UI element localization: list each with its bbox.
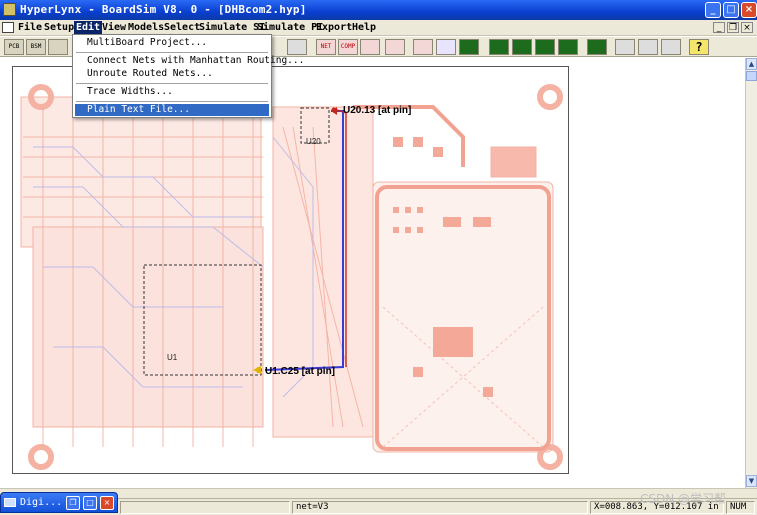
document-icon[interactable]: [2, 22, 14, 33]
mdi-restore-button[interactable]: ❐: [727, 22, 739, 33]
pin-label-u20: U20.13 [at pin]: [343, 105, 412, 116]
menu-view[interactable]: View: [102, 22, 127, 33]
vertical-scrollbar[interactable]: ▲ ▼: [745, 58, 757, 488]
disabled-button-3[interactable]: [661, 39, 681, 55]
horizontal-scroll-strip[interactable]: [0, 488, 757, 498]
menu-file[interactable]: File: [18, 22, 43, 33]
wave-blue-icon[interactable]: [436, 39, 456, 55]
ref-label-u1: U1: [167, 353, 178, 362]
title-bar[interactable]: HyperLynx - BoardSim V8. 0 - [DHBcom2.hy…: [0, 0, 757, 20]
net-button[interactable]: NET: [316, 39, 336, 55]
mdi-minimize-button[interactable]: _: [713, 22, 725, 33]
pcb-layout: [20, 84, 563, 470]
minimized-window[interactable]: Digi... ❐ □ ×: [0, 492, 118, 513]
status-blank-cell: [120, 501, 290, 514]
close-button[interactable]: ×: [741, 2, 757, 18]
toolbar-button-print[interactable]: [287, 39, 307, 55]
app-icon: [3, 3, 16, 16]
spectrum-icon[interactable]: [489, 39, 509, 55]
status-bar: net=V3 X=008.863, Y=012.107 in NUM: [0, 498, 757, 515]
edit-menu-dropdown: MultiBoard Project... Connect Nets with …: [72, 34, 305, 118]
menu-models[interactable]: Models: [128, 22, 165, 33]
grid-analysis-icon[interactable]: [535, 39, 555, 55]
window-icon: [4, 498, 16, 507]
menu-item-plain-text-file[interactable]: Plain Text File...: [75, 104, 269, 116]
mdi-close-button[interactable]: ×: [741, 22, 753, 33]
eye-diagram-icon[interactable]: [459, 39, 479, 55]
comp-button[interactable]: COMP: [338, 39, 358, 55]
workspace: U20.13 [at pin] U1.C25 [at pin] U20 U1: [0, 58, 745, 488]
minimized-window-title: Digi...: [20, 497, 63, 508]
disabled-button-2[interactable]: [638, 39, 658, 55]
close-icon[interactable]: ×: [100, 496, 114, 510]
menu-select[interactable]: Select: [164, 22, 201, 33]
signal-red-icon[interactable]: [385, 39, 405, 55]
menu-simulate-pi[interactable]: Simulate PI: [257, 22, 324, 33]
waveform-red-icon[interactable]: [360, 39, 380, 55]
board-view[interactable]: U20.13 [at pin] U1.C25 [at pin] U20 U1: [12, 66, 569, 474]
status-mode: NUM: [726, 501, 755, 514]
menu-edit[interactable]: Edit: [74, 21, 103, 35]
bsm-button[interactable]: BSM: [26, 39, 46, 55]
minimize-button[interactable]: _: [705, 2, 721, 18]
menu-item-unroute-nets[interactable]: Unroute Routed Nets...: [87, 68, 213, 79]
scope-icon[interactable]: [558, 39, 578, 55]
maximize-icon[interactable]: □: [83, 496, 97, 510]
status-coords: X=008.863, Y=012.107 in: [590, 501, 724, 514]
window-title: HyperLynx - BoardSim V8. 0 - [DHBcom2.hy…: [20, 3, 307, 16]
crosstalk-icon[interactable]: [587, 39, 607, 55]
terminator-icon[interactable]: [413, 39, 433, 55]
bar-graph-icon[interactable]: [512, 39, 532, 55]
menu-bar: File Setup Edit View Models Select Simul…: [0, 20, 757, 36]
menu-separator: [76, 101, 268, 103]
menu-simulate-si[interactable]: Simulate SI: [199, 22, 266, 33]
scroll-thumb[interactable]: [746, 71, 757, 81]
toolbar-button-3[interactable]: [48, 39, 68, 55]
scroll-up-icon[interactable]: ▲: [746, 58, 757, 70]
maximize-button[interactable]: □: [723, 2, 739, 18]
menu-export[interactable]: Export: [316, 22, 353, 33]
disabled-button-1[interactable]: [615, 39, 635, 55]
menu-separator: [76, 83, 268, 85]
pcb-button[interactable]: PCB: [4, 39, 24, 55]
status-net: net=V3: [292, 501, 588, 514]
help-button[interactable]: ?: [689, 39, 709, 55]
scroll-down-icon[interactable]: ▼: [746, 475, 757, 487]
menu-help[interactable]: Help: [352, 22, 377, 33]
restore-icon[interactable]: ❐: [66, 496, 80, 510]
menu-item-multiboard-project[interactable]: MultiBoard Project...: [87, 37, 208, 48]
menu-item-connect-nets[interactable]: Connect Nets with Manhattan Routing...: [87, 55, 305, 66]
watermark: CSDN @学习帮: [640, 492, 727, 506]
menu-separator: [76, 52, 268, 54]
menu-setup[interactable]: Setup: [44, 22, 75, 33]
menu-item-trace-widths[interactable]: Trace Widths...: [87, 86, 173, 97]
ref-label-u20: U20: [306, 137, 321, 146]
pin-label-u1: U1.C25 [at pin]: [265, 366, 336, 377]
